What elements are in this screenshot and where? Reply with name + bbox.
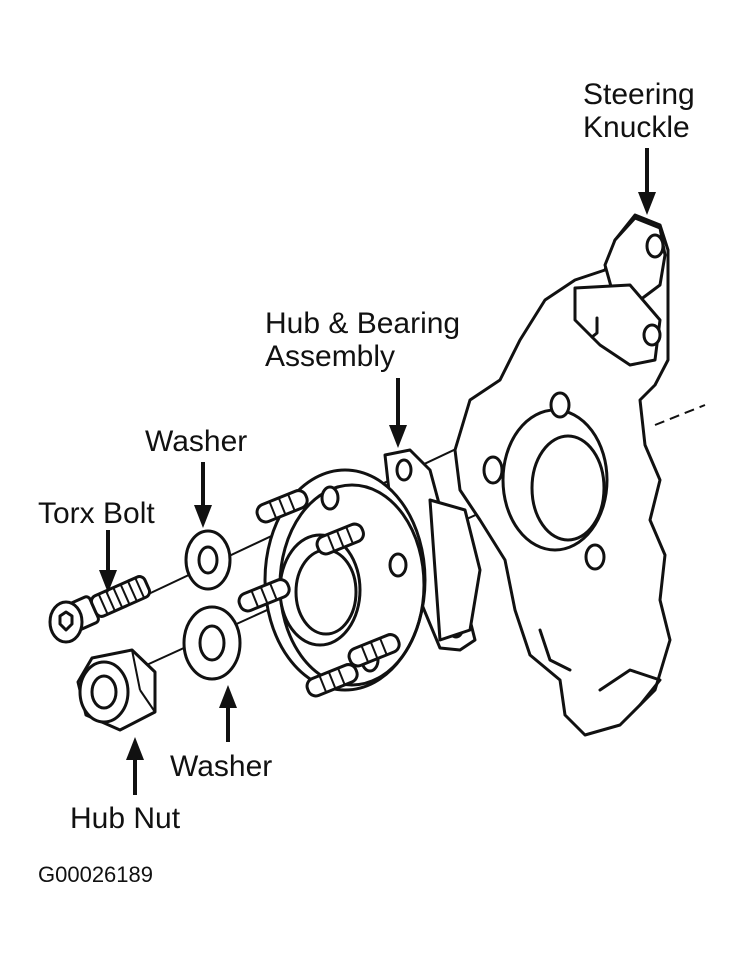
label-hub-nut: Hub Nut [70,802,181,835]
leader-arrows [99,148,656,795]
figure-code: G00026189 [38,862,153,887]
label-hub-bearing-line2: Assembly [265,340,395,373]
label-steering-knuckle-line1: Steering [583,78,695,111]
label-hub-bearing-line1: Hub & Bearing [265,307,460,340]
label-steering-knuckle-line2: Knuckle [583,111,690,144]
washer-upper [184,529,232,591]
steering-knuckle [453,213,672,737]
hub-nut [76,648,157,732]
wheel-studs [237,489,401,698]
washer-lower [182,605,242,681]
label-washer-bottom: Washer [170,750,272,783]
torx-bolt [48,575,152,644]
label-washer-top: Washer [145,425,247,458]
hub-bearing-assembly [237,448,482,698]
label-torx-bolt: Torx Bolt [38,497,155,530]
part-labels: Steering Knuckle Hub & Bearing Assembly … [38,78,695,887]
